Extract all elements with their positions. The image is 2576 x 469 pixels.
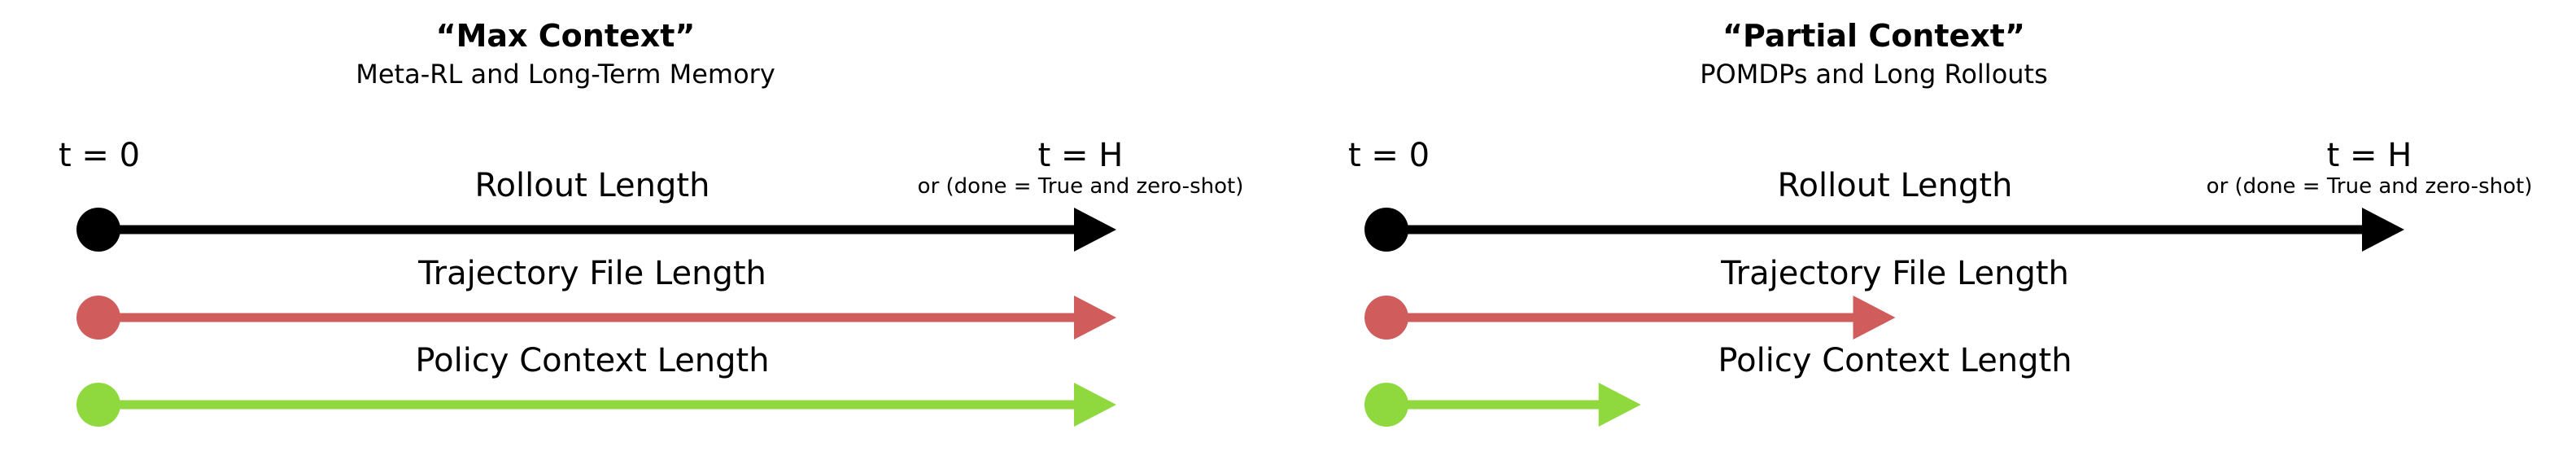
rollout-length-label: Rollout Length <box>474 167 710 204</box>
end-time-label: t = H <box>1037 137 1124 174</box>
arrows-canvas <box>76 208 1116 427</box>
trajectory-file-length-label: Trajectory File Length <box>418 255 766 292</box>
arrow-start-dot <box>1364 383 1408 427</box>
policy-context-arrow <box>76 383 1116 427</box>
arrow-start-dot <box>1364 208 1408 252</box>
panel-title: “Max Context” <box>435 18 696 54</box>
panel-partial-context: “Partial Context” POMDPs and Long Rollou… <box>1288 0 2576 469</box>
end-time-note: or (done = True and zero-shot) <box>917 174 1244 199</box>
panel-title: “Partial Context” <box>1722 18 2025 54</box>
rollout-arrow <box>76 208 1116 252</box>
arrow-head <box>2362 208 2404 252</box>
policy-context-length-label: Policy Context Length <box>1718 342 2072 379</box>
end-time-label: t = H <box>2326 137 2412 174</box>
trajectory-file-arrow <box>1364 296 1896 340</box>
trajectory-file-length-label: Trajectory File Length <box>1721 255 2069 292</box>
arrow-head <box>1074 296 1116 340</box>
arrow-head <box>1074 383 1116 427</box>
arrow-start-dot <box>1364 296 1408 340</box>
start-time-label: t = 0 <box>59 137 141 174</box>
rollout-length-label: Rollout Length <box>1777 167 2013 204</box>
rollout-arrow <box>1364 208 2404 252</box>
panel-subtitle: Meta-RL and Long-Term Memory <box>356 59 775 90</box>
arrow-head <box>1074 208 1116 252</box>
start-time-label: t = 0 <box>1348 137 1430 174</box>
panel-max-context: “Max Context” Meta-RL and Long-Term Memo… <box>59 18 1244 427</box>
policy-context-arrow <box>1364 383 1641 427</box>
panel-subtitle: POMDPs and Long Rollouts <box>1700 59 2048 90</box>
arrows-canvas <box>1364 208 2404 427</box>
arrow-head <box>1598 383 1641 427</box>
arrow-start-dot <box>76 208 120 252</box>
arrow-start-dot <box>76 383 120 427</box>
arrow-head <box>1853 296 1896 340</box>
trajectory-file-arrow <box>76 296 1116 340</box>
arrow-start-dot <box>76 296 120 340</box>
end-time-note: or (done = True and zero-shot) <box>2206 174 2533 199</box>
policy-context-length-label: Policy Context Length <box>415 342 770 379</box>
